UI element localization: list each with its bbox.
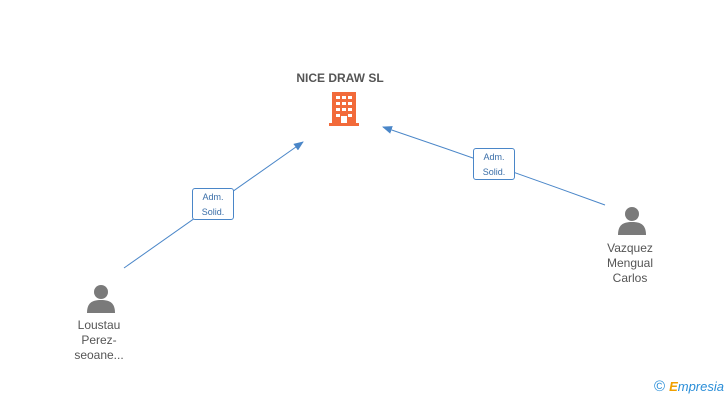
person-icon[interactable]: [617, 205, 647, 240]
relation-badge[interactable]: Adm. Solid.: [192, 188, 234, 220]
name-line: Perez-: [81, 333, 117, 347]
person-icon[interactable]: [86, 283, 116, 318]
name-line: Carlos: [612, 271, 648, 285]
name-line: seoane...: [74, 348, 124, 362]
name-line: Loustau: [77, 318, 121, 332]
person-name-vazquez[interactable]: Vazquez Mengual Carlos: [580, 241, 680, 286]
relation-role: Adm.: [483, 152, 505, 162]
footer-brand[interactable]: ©Empresia: [654, 378, 724, 395]
brand-name: mpresia: [677, 379, 724, 394]
building-icon[interactable]: [329, 92, 359, 131]
relation-badge[interactable]: Adm. Solid.: [473, 148, 515, 180]
company-name[interactable]: NICE DRAW SL: [296, 71, 384, 85]
person-name-loustau[interactable]: Loustau Perez- seoane...: [49, 318, 149, 363]
name-line: Vazquez: [607, 241, 653, 255]
name-line: Mengual: [606, 256, 654, 270]
copyright-icon: ©: [654, 378, 666, 395]
relation-type: Solid.: [482, 167, 506, 177]
brand-initial: E: [669, 379, 678, 394]
relation-type: Solid.: [201, 207, 225, 217]
relation-role: Adm.: [202, 192, 224, 202]
